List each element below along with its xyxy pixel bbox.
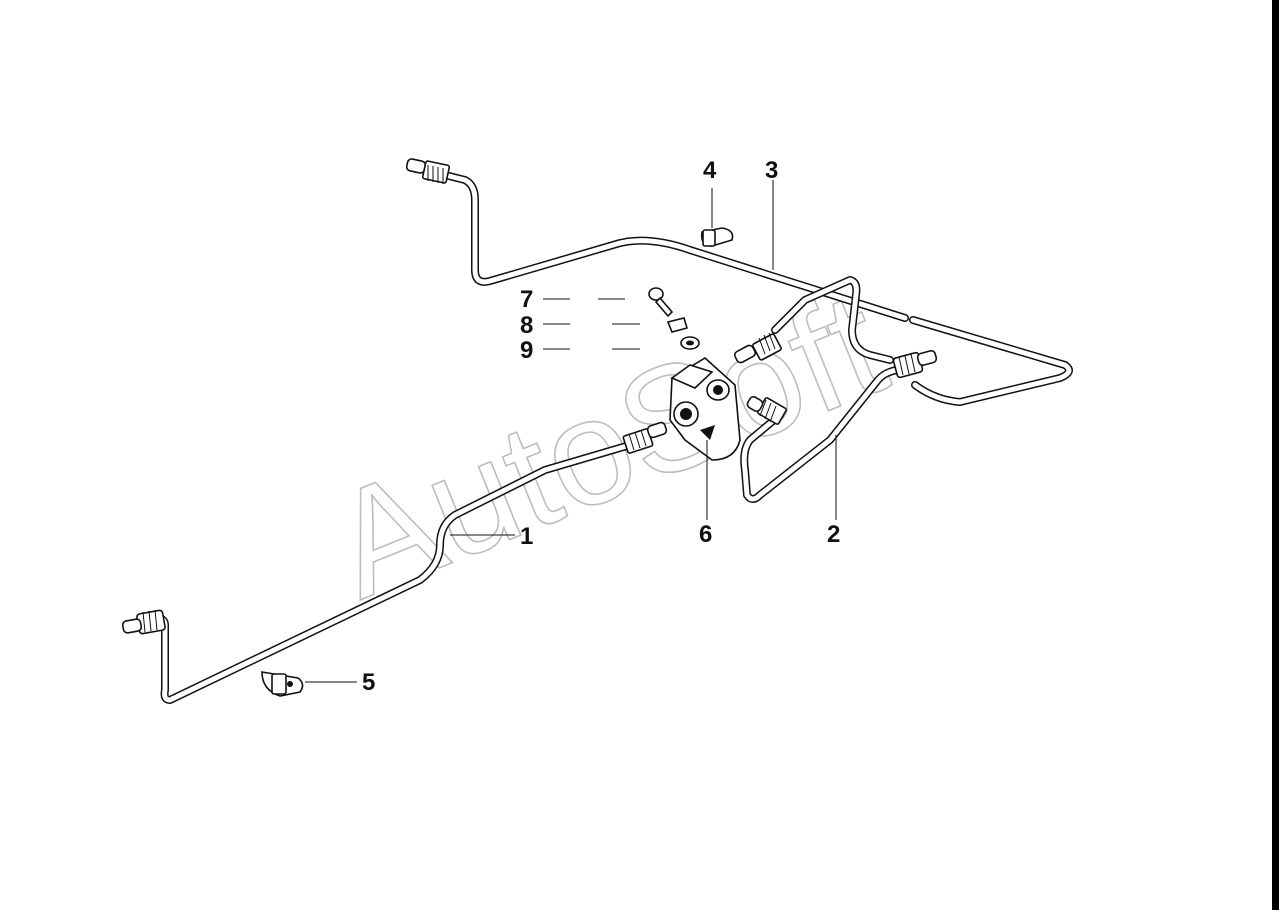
callout-9: 9 (520, 337, 533, 364)
callout-4: 4 (703, 157, 717, 184)
washer-8[interactable] (666, 317, 689, 333)
callout-5: 5 (362, 669, 375, 696)
callout-2: 2 (827, 521, 840, 548)
pipe-1-fitting-left (121, 609, 166, 635)
callout-3: 3 (765, 157, 778, 184)
clip-4[interactable] (700, 227, 734, 247)
brake-pipe-1[interactable] (121, 421, 668, 704)
watermark-text: AutoSoft (309, 258, 905, 629)
callout-6: 6 (699, 521, 712, 548)
callout-8: 8 (520, 312, 533, 339)
watermark: AutoSoft (308, 258, 906, 631)
clip-5[interactable] (261, 671, 304, 697)
right-edge-border (1272, 0, 1279, 910)
pipe-3-fitting-left (405, 158, 451, 184)
pipe-2-fitting-right (892, 349, 938, 379)
brake-pipe-2[interactable] (740, 276, 938, 503)
brake-pipe-3[interactable] (405, 158, 1073, 406)
brake-distributor[interactable] (669, 357, 741, 461)
leader-lines (305, 180, 837, 683)
callout-1: 1 (520, 523, 533, 550)
bolt-7[interactable] (648, 287, 674, 318)
fitting-upper (733, 332, 782, 364)
washer-9[interactable] (680, 336, 700, 350)
pipe-1-fitting-right (622, 421, 668, 454)
fitting-lower-right (746, 395, 787, 425)
callout-7: 7 (520, 286, 533, 313)
